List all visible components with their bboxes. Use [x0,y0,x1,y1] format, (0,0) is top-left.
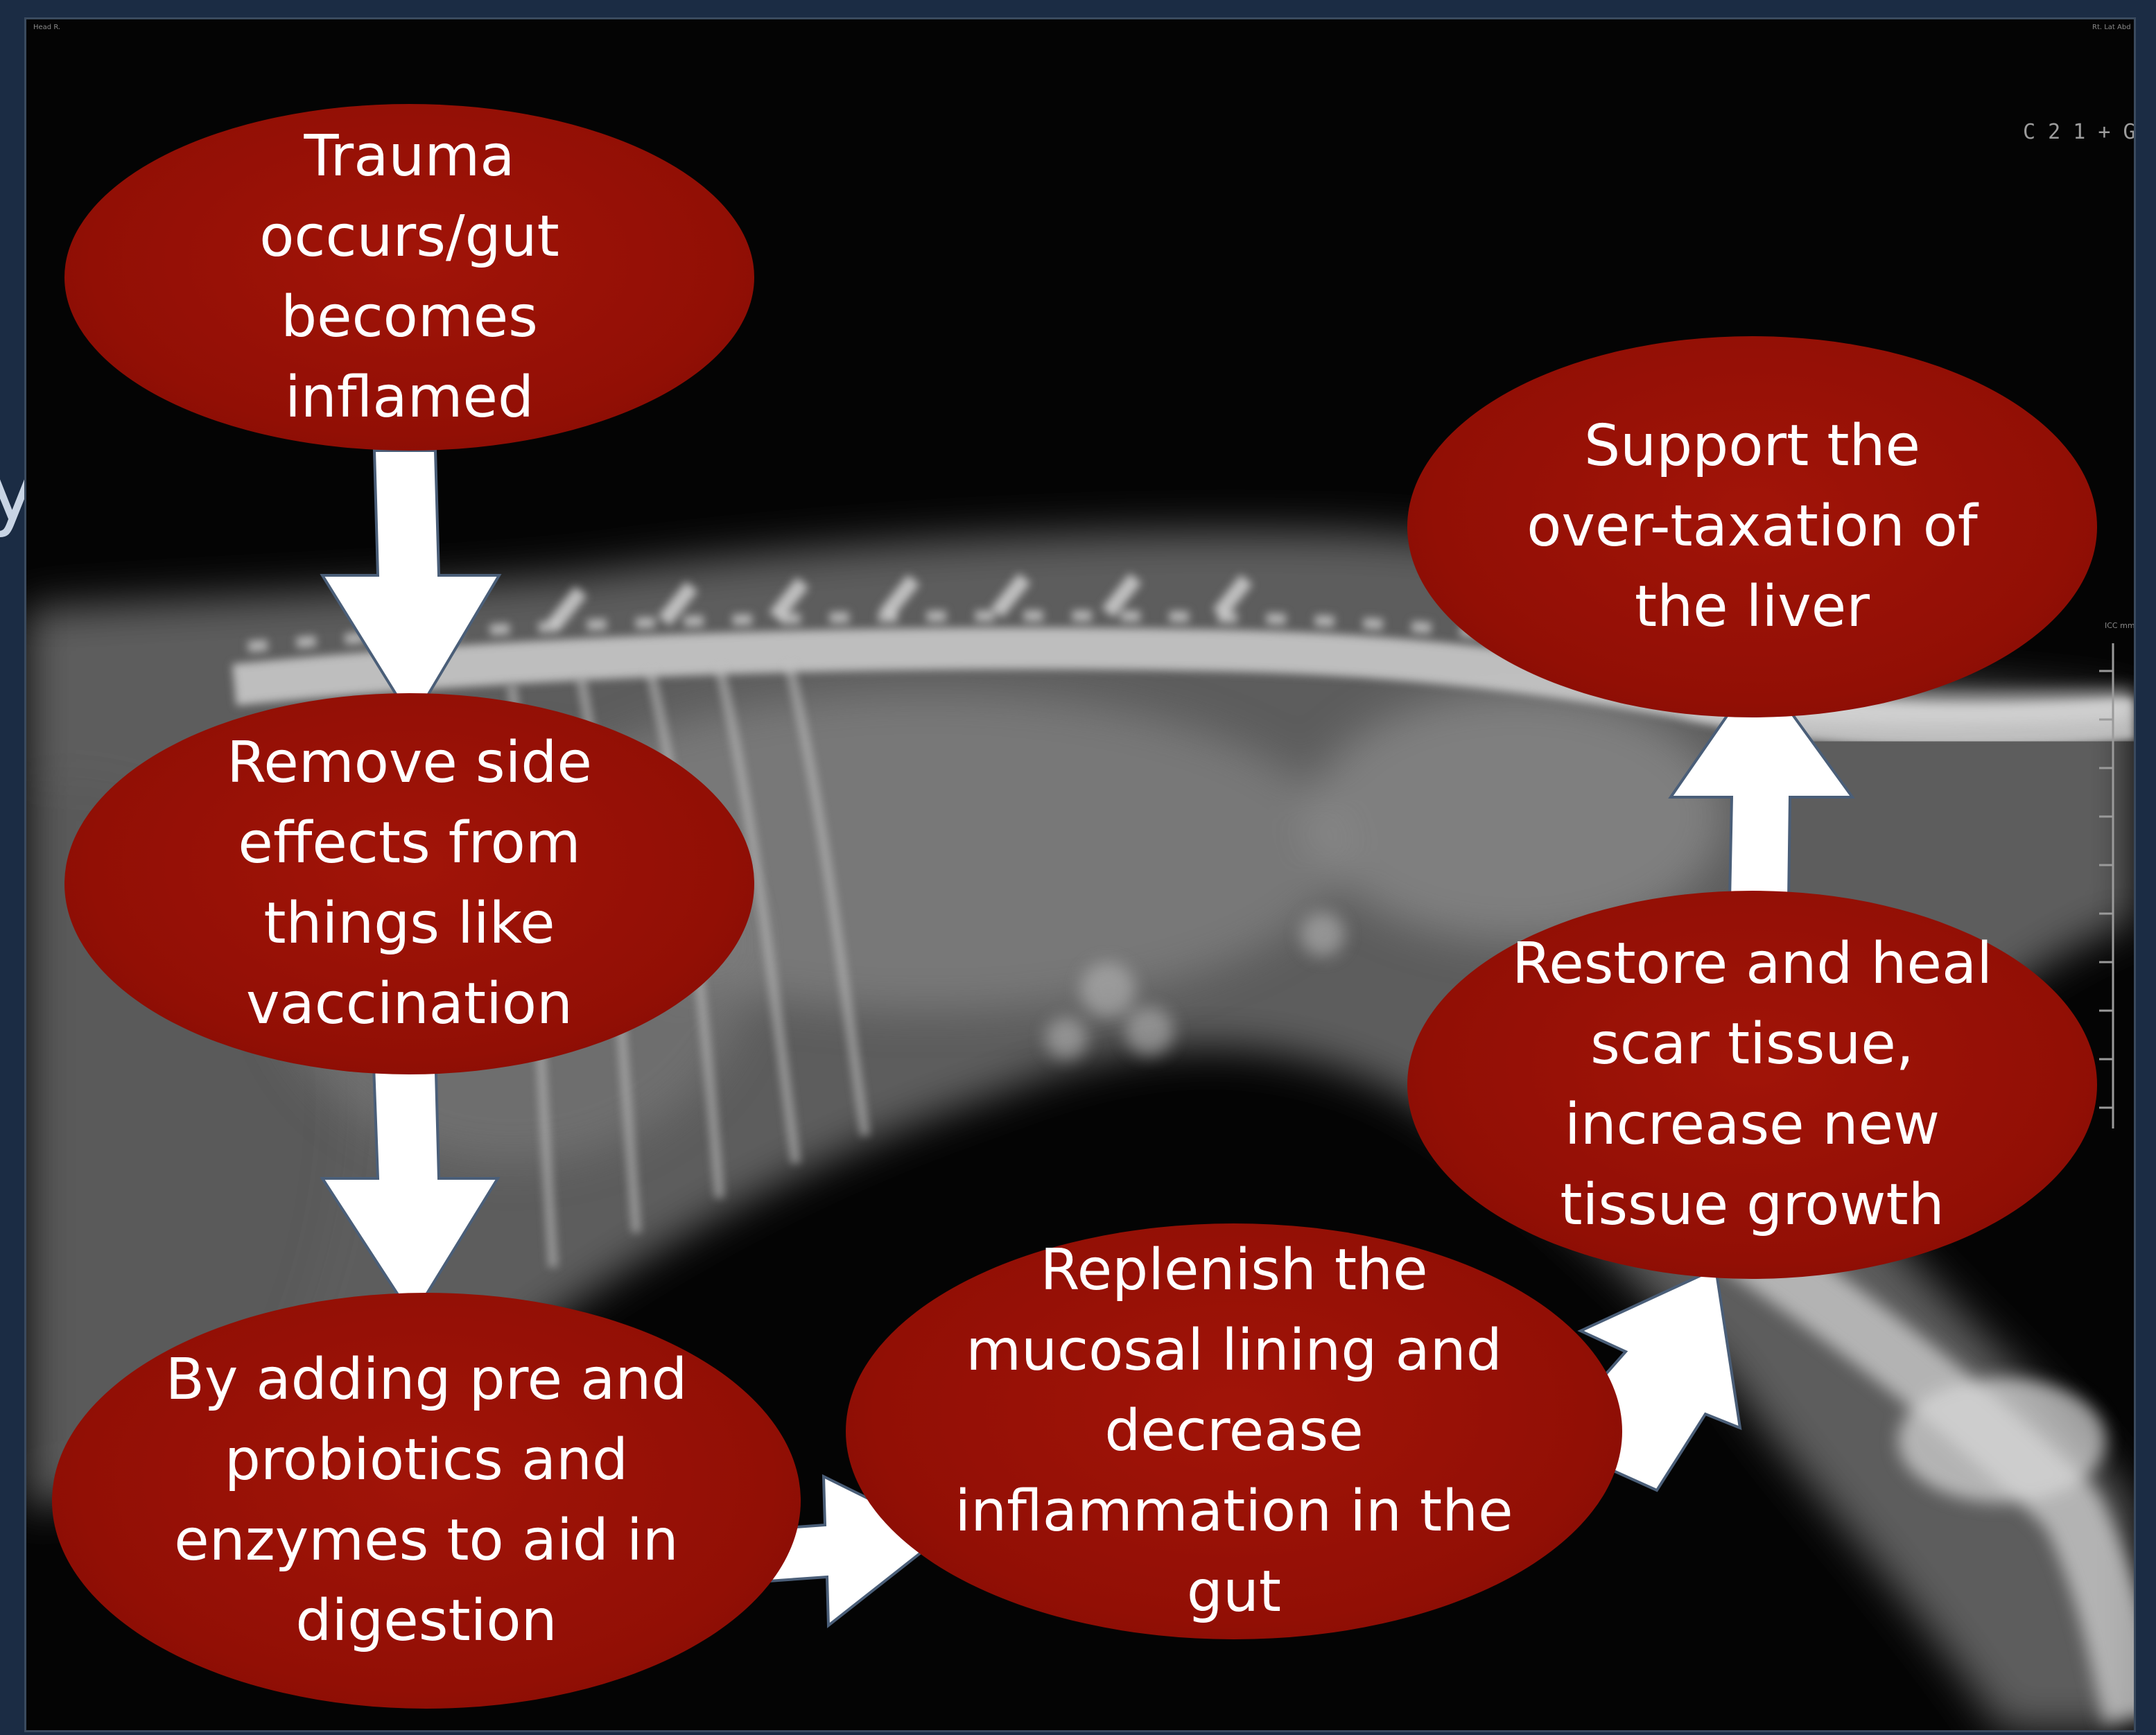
node-replenish-mucosal: Replenish the mucosal lining and decreas… [846,1223,1622,1639]
node-replenish-line: inflammation in the [955,1472,1513,1552]
node-support-text: Support the over-taxation of the liver [1527,406,1978,647]
node-support-liver: Support the over-taxation of the liver [1407,336,2097,717]
node-remove-line: effects from [227,803,592,884]
node-trauma-line: becomes [259,277,559,358]
node-replenish-text: Replenish the mucosal lining and decreas… [955,1230,1513,1632]
node-adding-line: digestion [166,1581,688,1662]
node-trauma-line: Trauma [259,116,559,197]
node-adding-line: enzymes to aid in [166,1501,688,1581]
node-adding-line: probiotics and [166,1420,688,1501]
node-replenish-line: Replenish the [955,1230,1513,1311]
node-remove-line: vaccination [227,964,592,1045]
node-remove-line: things like [227,884,592,964]
node-adding-probiotics: By adding pre and probiotics and enzymes… [52,1293,801,1709]
node-trauma-line: occurs/gut [259,197,559,277]
node-support-line: over-taxation of [1527,487,1978,567]
node-support-line: Support the [1527,406,1978,487]
node-restore-text: Restore and heal scar tissue, increase n… [1512,924,1992,1246]
node-adding-text: By adding pre and probiotics and enzymes… [166,1340,688,1662]
node-replenish-line: decrease [955,1391,1513,1472]
node-remove-text: Remove side effects from things like vac… [227,723,592,1045]
node-restore-line: scar tissue, [1512,1004,1992,1085]
node-adding-line: By adding pre and [166,1340,688,1420]
node-trauma: Trauma occurs/gut becomes inflamed [64,104,754,451]
node-replenish-line: gut [955,1552,1513,1632]
node-remove-line: Remove side [227,723,592,803]
node-replenish-line: mucosal lining and [955,1311,1513,1391]
node-trauma-line: inflamed [259,358,559,438]
node-restore-line: tissue growth [1512,1165,1992,1246]
node-restore-line: increase new [1512,1085,1992,1165]
node-restore-heal: Restore and heal scar tissue, increase n… [1407,891,2097,1279]
node-remove-side-effects: Remove side effects from things like vac… [64,693,754,1074]
node-trauma-text: Trauma occurs/gut becomes inflamed [259,116,559,438]
arrow-remove-to-adding [322,1047,498,1317]
arrow-trauma-to-remove [322,451,499,721]
node-support-line: the liver [1527,567,1978,647]
node-restore-line: Restore and heal [1512,924,1992,1004]
